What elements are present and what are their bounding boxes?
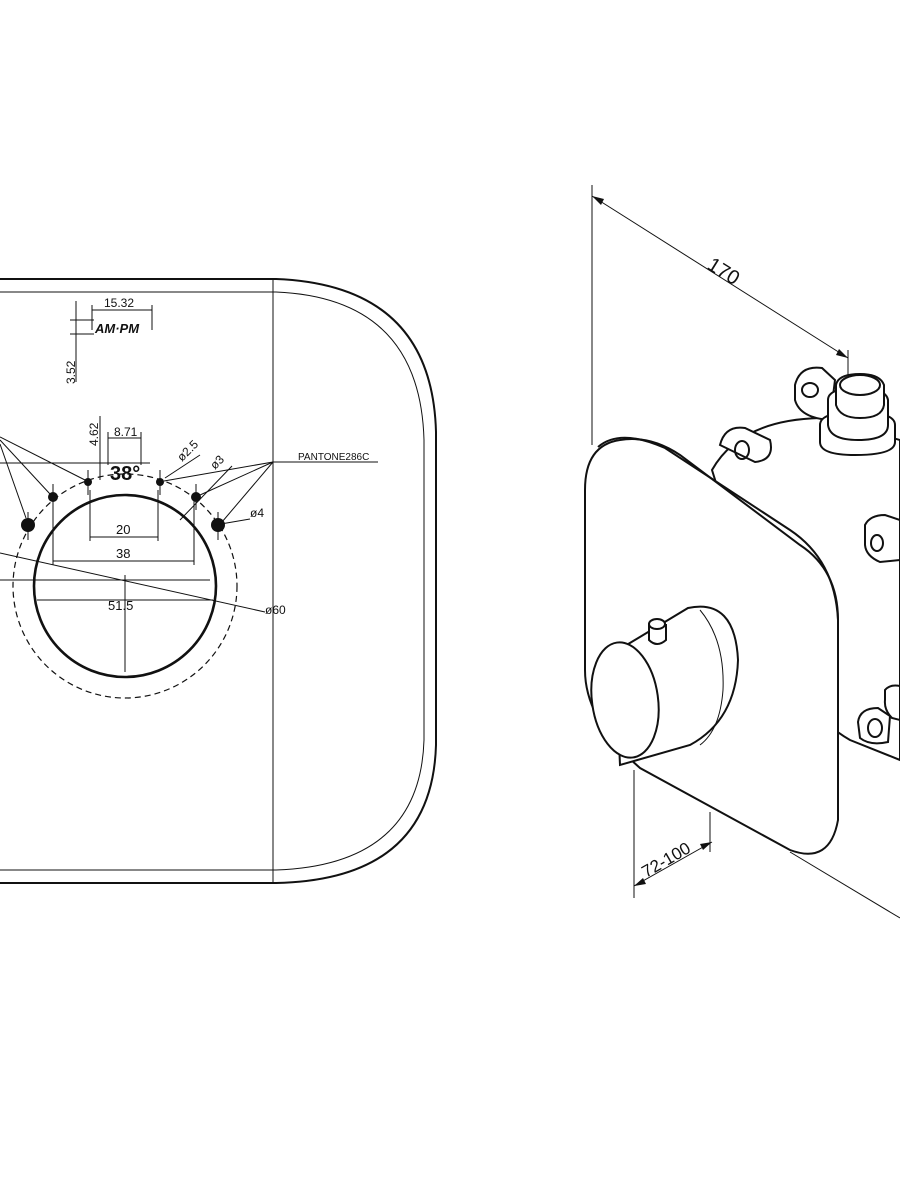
mounting-hole [867,718,883,738]
dim-text-width: 15.32 [104,296,134,310]
dim-inner-20: 20 [116,522,130,537]
leader-line [214,518,251,526]
opening-circle [32,493,218,679]
dim-arrow [634,878,646,886]
inlet-port-bore [839,374,881,396]
outer-diameter-circle [12,473,238,699]
dim-line-depth [633,841,713,887]
knob-face [590,641,660,759]
dim-arrow [592,196,604,205]
color-leader [221,461,274,523]
leader-line [0,443,27,519]
dia-pin-label: ø2.5 [174,437,201,464]
leader-line [0,439,51,495]
leader-line [164,454,201,479]
dia-mark-large-label: ø4 [250,506,264,520]
cover-plate-edge [597,436,839,621]
color-leader [163,461,274,482]
dia-outer-leader [0,552,266,613]
side-view: 170 72-100 [584,185,900,919]
dim-arrow [700,842,712,850]
dim-extension [789,851,900,919]
leader-line [179,465,233,521]
dim-arrow [836,349,848,358]
knob-pin [648,624,667,645]
dia-outer-label: ø60 [265,603,286,617]
mounting-ear [718,426,772,464]
dim-text-height: 3.52 [64,360,78,384]
side-fitting-hole [870,534,884,552]
bottom-ear [856,706,892,745]
pantone-label: PANTONE286C [298,452,369,463]
knob-ring [699,609,724,746]
cover-plate-outline [0,278,437,884]
am-pm-label: AM·PM [94,321,140,336]
dim-pin-spacing: 8.71 [114,425,138,439]
knob-pin-top [648,618,666,630]
dim-depth-label: 72-100 [639,839,694,882]
dim-line-170 [591,195,849,359]
cover-plate-inner-outline [0,291,425,871]
angle-label: 38° [110,463,140,485]
dia-mark-medium-label: ø3 [207,452,227,472]
dim-inner-38: 38 [116,546,130,561]
mounting-hole [801,382,819,398]
dim-opening: 51.5 [108,598,133,613]
mounting-hole [734,440,750,460]
dim-offset: 4.62 [87,422,101,446]
dim-width-label: 170 [703,254,743,290]
side-fitting [883,684,900,722]
color-leader [199,461,274,496]
front-view: 15.32 AM·PM 3.52 4.62 8.71 38° [0,278,437,884]
leader-line [0,436,86,481]
